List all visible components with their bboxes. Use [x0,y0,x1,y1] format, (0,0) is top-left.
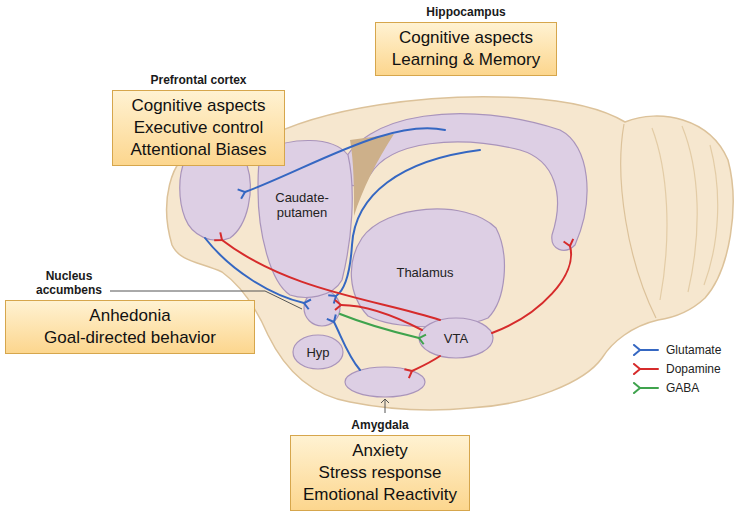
gaba-pathway [340,314,419,338]
region-label: Caudate- putamen [275,190,328,220]
glutamate-pathway [334,322,360,370]
callout-text: Cognitive aspects Executive control Atte… [123,95,274,161]
glutamate-pathway [205,238,304,303]
region-label: Hippocampus [375,5,557,19]
region-outline [419,318,493,358]
legend-line [634,345,658,355]
legend-row: Dopamine [630,359,721,378]
glutamate-pathway [245,128,445,192]
legend-line [634,364,658,374]
vta-region: VTA [417,316,497,361]
dopamine-pathway [222,240,440,320]
dopamine-pathway [341,305,422,330]
region-outline [351,209,504,327]
callout-box: Nucleus accumbensAnhedonia Goal-directed… [5,269,255,354]
region-label: Nucleus accumbens [33,269,105,297]
cerebellum-folia [652,126,718,300]
callout-box: HippocampusCognitive aspects Learning & … [375,5,557,76]
dopamine-pathway [412,356,440,371]
legend-label: Dopamine [666,362,721,376]
region-label: VTA [444,331,468,346]
callout-panel: Cognitive aspects Executive control Atte… [112,90,285,166]
legend-line [634,383,658,393]
legend-symbol [630,363,660,375]
callout-text: Anxiety Stress response Emotional Reacti… [301,440,459,506]
callout-box: Prefrontal cortexCognitive aspects Execu… [112,73,285,166]
cerebellum-fissure [621,124,656,318]
legend-label: Glutamate [666,343,721,357]
legend-symbol [630,344,660,356]
region-label: Thalamus [396,265,453,280]
callout-text: Cognitive aspects Learning & Memory [386,27,546,71]
callout-panel: Anxiety Stress response Emotional Reacti… [290,435,470,511]
hypothalamus-region: Hyp [292,334,345,371]
leader-caret [381,399,389,413]
legend-row: Glutamate [630,340,721,359]
legend-row: GABA [630,378,721,397]
thalamus-region: Thalamus [345,198,509,332]
callout-box: AmygdalaAnxiety Stress response Emotiona… [290,418,470,511]
region-outline [258,140,352,297]
callout-panel: Anhedonia Goal-directed behavior [5,300,255,354]
legend-symbol [630,382,660,394]
region-label: Hyp [306,345,329,360]
callout-text: Anhedonia Goal-directed behavior [16,305,244,349]
callout-panel: Cognitive aspects Learning & Memory [375,22,557,76]
glutamate-pathway [336,150,480,296]
region-label: Amygdala [290,418,470,432]
region-label: Prefrontal cortex [112,73,285,87]
legend: GlutamateDopamineGABA [630,340,721,397]
region-outline [293,335,343,369]
dopamine-pathway [492,246,571,333]
lateral-ventricle [350,134,394,216]
legend-label: GABA [666,381,699,395]
